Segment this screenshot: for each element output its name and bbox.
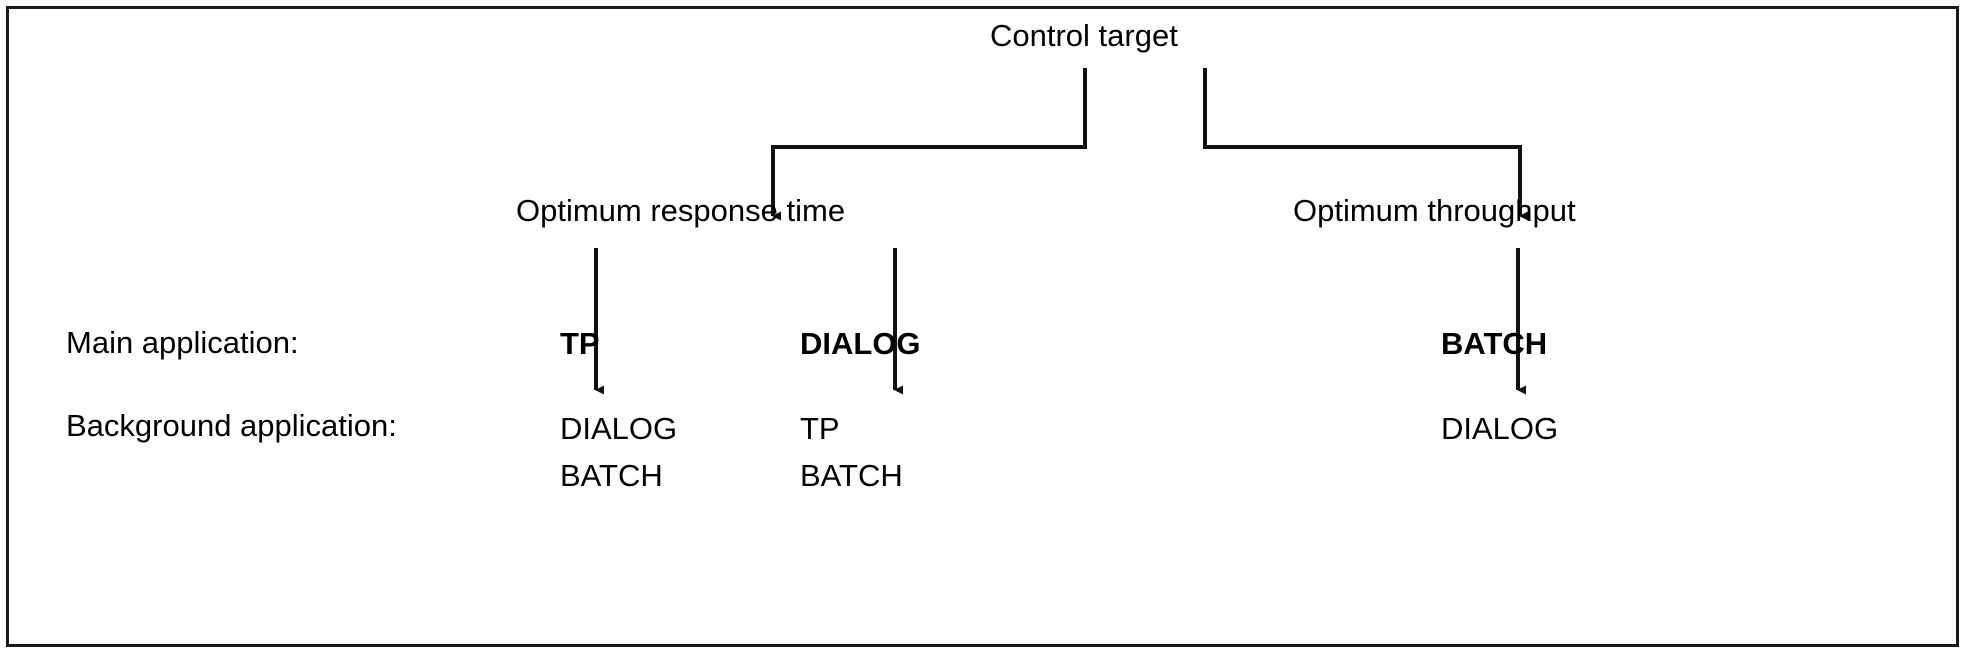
background-application-item: DIALOG	[1441, 411, 1559, 446]
main-application-column-1: TP	[560, 326, 600, 361]
background-application-column-3: DIALOG	[1441, 405, 1558, 452]
node-optimum-throughput: Optimum throughput	[1293, 193, 1576, 228]
node-optimum-response-time: Optimum response time	[516, 193, 846, 228]
main-application-column-3: BATCH	[1441, 326, 1548, 361]
row-label-background-application: Background application:	[66, 408, 397, 443]
background-application-item: TP	[800, 411, 840, 446]
background-application-item: BATCH	[800, 458, 903, 493]
node-control-target: Control target	[990, 18, 1178, 53]
main-application-column-2: DIALOG	[800, 326, 921, 361]
row-label-main-application: Main application:	[66, 325, 299, 360]
background-application-column-1: DIALOG BATCH	[560, 405, 677, 499]
background-application-item: BATCH	[560, 458, 663, 493]
background-application-item: DIALOG	[560, 411, 678, 446]
diagram-border-frame	[6, 6, 1959, 647]
background-application-column-2: TP BATCH	[800, 405, 903, 499]
